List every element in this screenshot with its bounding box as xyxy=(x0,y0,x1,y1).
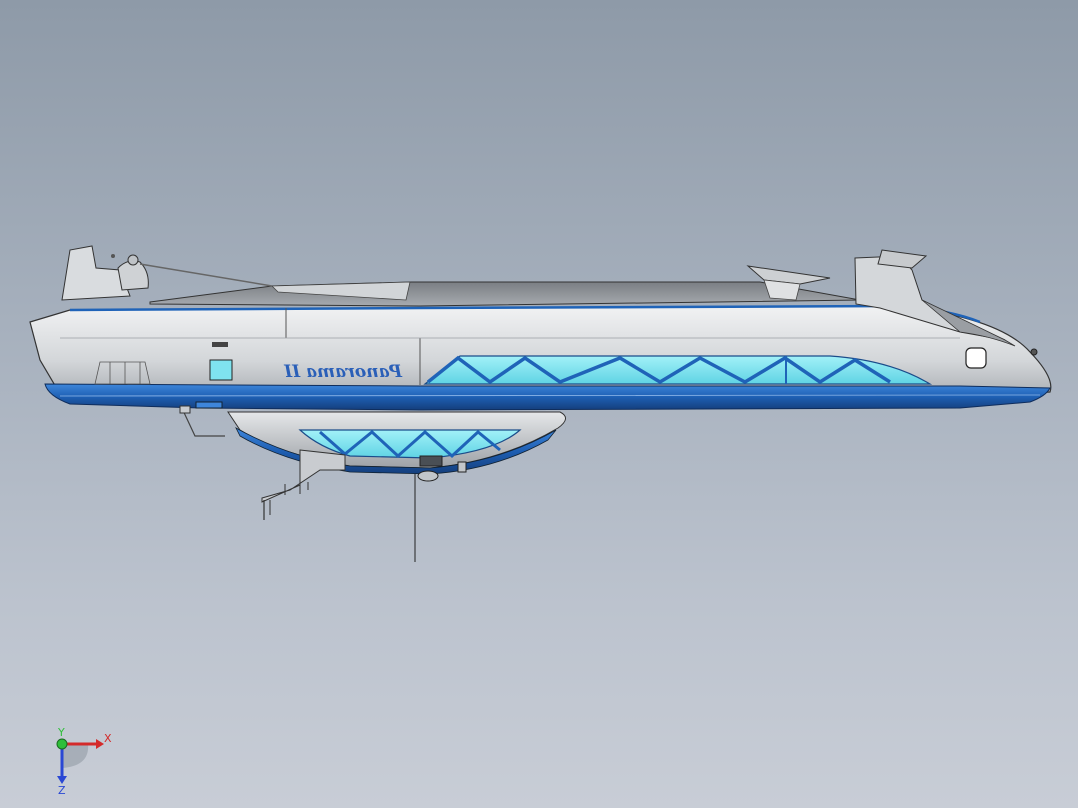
main-glass-truss xyxy=(426,355,891,385)
boat-name: Panorama II xyxy=(283,362,403,382)
hull-stripe xyxy=(44,383,1051,411)
bow-porthole xyxy=(965,347,987,369)
lower-pod-truss xyxy=(319,429,501,459)
aft-housing xyxy=(61,245,131,301)
z-axis-label: Z xyxy=(58,784,66,796)
drive-unit xyxy=(419,455,443,467)
y-axis-label: Y xyxy=(57,726,65,739)
roof-deck xyxy=(149,281,861,307)
aft-window xyxy=(209,359,233,381)
strut xyxy=(261,449,346,503)
x-axis-label: X xyxy=(104,732,112,745)
y-axis-arrow xyxy=(56,738,68,750)
view-triad[interactable]: X Y Z xyxy=(40,726,120,796)
